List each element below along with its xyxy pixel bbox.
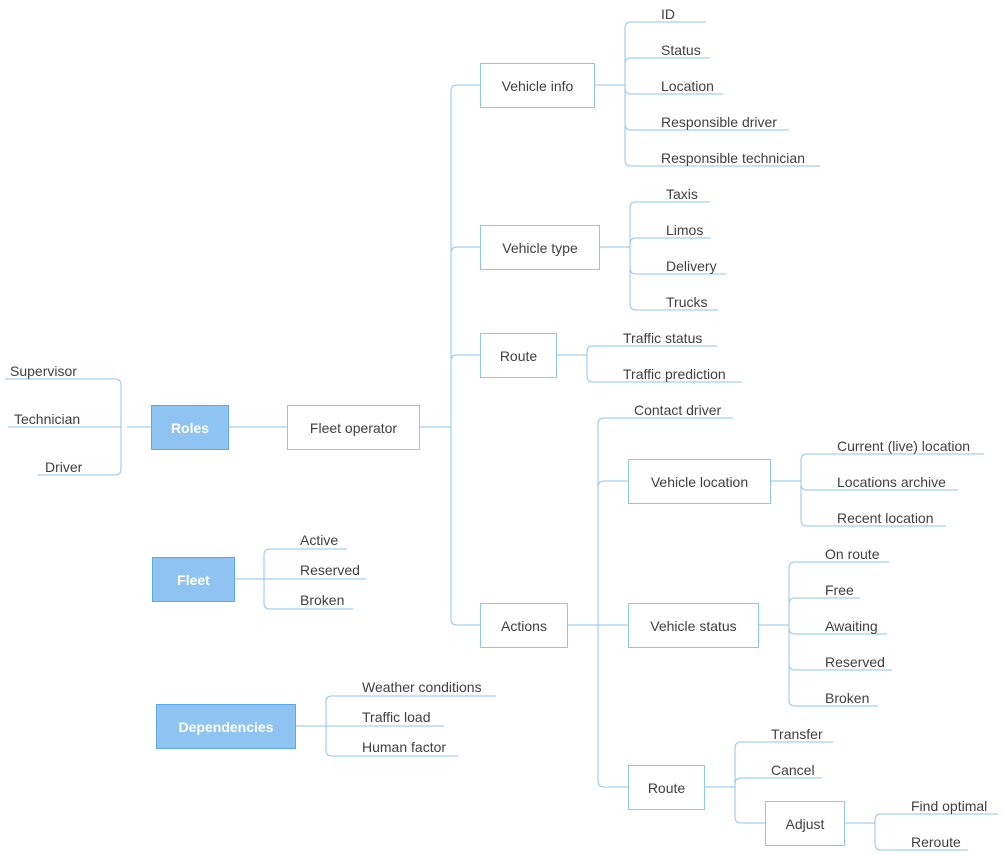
vehicle-type-branch-0 [629, 201, 710, 209]
dependencies-item-traffic-load[interactable]: Traffic load [362, 709, 431, 725]
adjust-item-reroute[interactable]: Reroute [911, 834, 961, 850]
vehicle-info-node[interactable]: Vehicle info [480, 63, 595, 108]
roles-branch-2 [38, 468, 122, 476]
vehicle-location-item-archive[interactable]: Locations archive [837, 474, 946, 490]
vehicle-location-branch-2 [800, 519, 946, 527]
vehicle-info-branch-4 [624, 159, 820, 167]
actions-route-item-cancel[interactable]: Cancel [771, 762, 815, 778]
adjust-item-find-optimal[interactable]: Find optimal [911, 798, 988, 814]
vehicle-type-item-trucks[interactable]: Trucks [666, 294, 708, 310]
vehicle-info-branch-1 [624, 57, 710, 65]
fleet-item-reserved[interactable]: Reserved [300, 562, 360, 578]
vehicle-status-item-on-route[interactable]: On route [825, 546, 880, 562]
roles-topic[interactable]: Roles [151, 405, 229, 450]
actions-branch-0 [597, 417, 733, 425]
vehicle-location-item-recent[interactable]: Recent location [837, 510, 934, 526]
vehicle-type-node[interactable]: Vehicle type [480, 225, 600, 270]
fleet-operator-branch-1 [450, 246, 480, 254]
route-item-traffic-status[interactable]: Traffic status [623, 330, 703, 346]
vehicle-type-item-delivery[interactable]: Delivery [666, 258, 717, 274]
fleet-operator-branch-0 [450, 84, 480, 92]
actions-item-contact-driver[interactable]: Contact driver [634, 402, 722, 418]
vehicle-info-item-location[interactable]: Location [661, 78, 714, 94]
fleet-item-active[interactable]: Active [300, 532, 339, 548]
vehicle-type-item-taxis[interactable]: Taxis [666, 186, 698, 202]
fleet-branch-2 [263, 602, 353, 610]
actions-route-branch-1 [734, 777, 822, 785]
roles-item-supervisor[interactable]: Supervisor [10, 363, 77, 379]
actions-node[interactable]: Actions [480, 603, 568, 648]
vehicle-info-item-id[interactable]: ID [661, 6, 675, 22]
vehicle-location-item-current[interactable]: Current (live) location [837, 438, 971, 454]
vehicle-type-branch-3 [629, 303, 718, 311]
fleet-operator-branch-2 [450, 354, 480, 362]
dependencies-branch-0 [325, 695, 496, 703]
vehicle-info-branch-3 [624, 123, 789, 131]
fleet-topic[interactable]: Fleet [152, 557, 235, 602]
route-op-branch-1 [586, 375, 742, 383]
fleet-operator-node[interactable]: Fleet operator [287, 405, 420, 450]
actions-route-node[interactable]: Route [628, 765, 705, 810]
vehicle-location-node[interactable]: Vehicle location [628, 459, 771, 504]
vehicle-location-branch-0 [800, 453, 984, 461]
vehicle-status-branch-1 [788, 597, 860, 605]
vehicle-status-branch-0 [788, 561, 889, 569]
roles-item-technician[interactable]: Technician [14, 411, 81, 427]
vehicle-info-branch-0 [624, 21, 706, 29]
vehicle-info-item-responsible-driver[interactable]: Responsible driver [661, 114, 777, 130]
route-op-branch-0 [586, 345, 717, 353]
fleet-item-broken[interactable]: Broken [300, 592, 345, 608]
actions-branch-1 [597, 480, 628, 488]
actions-route-item-transfer[interactable]: Transfer [771, 726, 823, 742]
dependencies-item-human-factor[interactable]: Human factor [362, 739, 447, 755]
actions-route-branch-2 [734, 816, 765, 824]
vehicle-location-branch-1 [800, 483, 958, 491]
adjust-node[interactable]: Adjust [765, 801, 845, 846]
actions-route-branch-0 [734, 741, 833, 749]
dependencies-item-weather[interactable]: Weather conditions [362, 679, 482, 695]
adjust-branch-1 [874, 843, 968, 851]
adjust-branch-0 [874, 813, 998, 821]
vehicle-type-item-limos[interactable]: Limos [666, 222, 704, 238]
roles-branch-0 [5, 378, 122, 386]
vehicle-status-branch-2 [788, 627, 887, 635]
route-item-traffic-prediction[interactable]: Traffic prediction [623, 366, 726, 382]
vehicle-status-item-awaiting[interactable]: Awaiting [825, 618, 878, 634]
vehicle-status-node[interactable]: Vehicle status [628, 603, 759, 648]
vehicle-status-item-free[interactable]: Free [825, 582, 854, 598]
vehicle-status-item-broken[interactable]: Broken [825, 690, 870, 706]
vehicle-info-branch-2 [624, 87, 723, 95]
dependencies-topic[interactable]: Dependencies [156, 704, 296, 749]
route-node[interactable]: Route [480, 333, 557, 378]
vehicle-status-branch-3 [788, 663, 892, 671]
vehicle-type-branch-1 [629, 237, 711, 245]
roles-item-driver[interactable]: Driver [45, 459, 83, 475]
vehicle-status-item-reserved[interactable]: Reserved [825, 654, 885, 670]
vehicle-info-item-status[interactable]: Status [661, 42, 701, 58]
fleet-branch-0 [263, 548, 347, 556]
fleet-operator-branch-3 [450, 618, 480, 626]
vehicle-status-branch-4 [788, 699, 878, 707]
dependencies-branch-2 [325, 749, 458, 757]
actions-branch-3 [597, 780, 628, 788]
vehicle-type-branch-2 [629, 267, 726, 275]
vehicle-info-item-responsible-technician[interactable]: Responsible technician [661, 150, 805, 166]
